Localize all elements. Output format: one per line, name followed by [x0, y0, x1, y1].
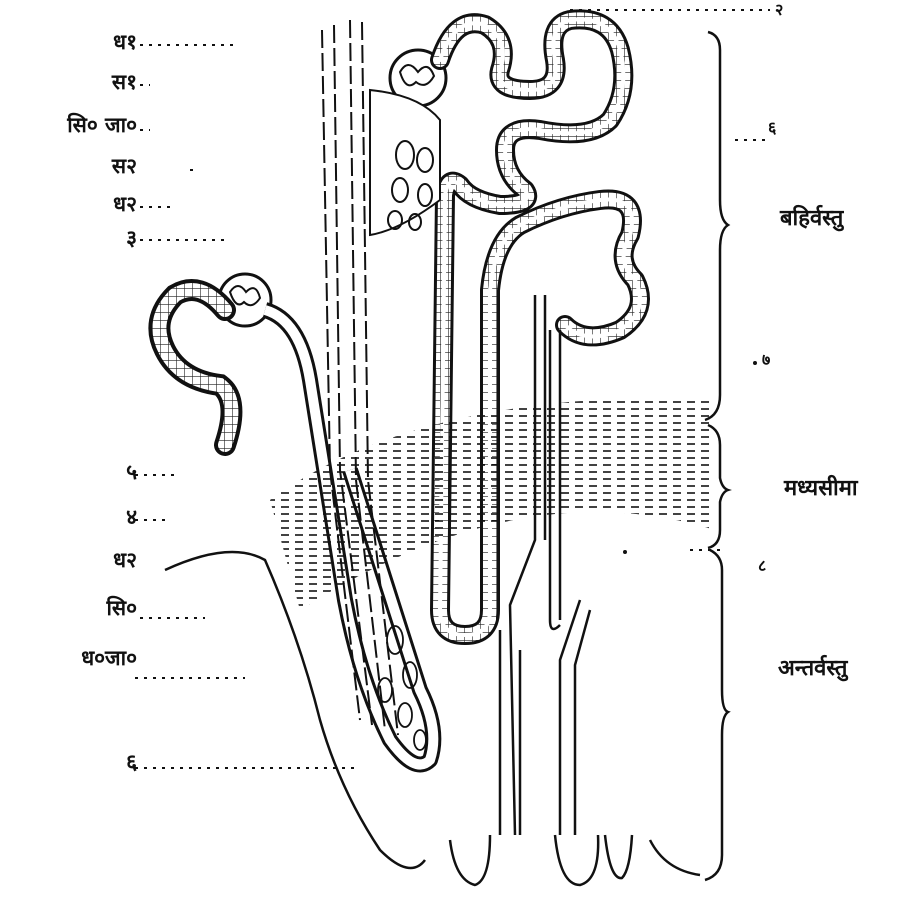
- region-middle-label: मध्यसीमा: [784, 478, 858, 500]
- label-sa1: स१: [112, 72, 137, 93]
- number-2: २: [775, 2, 783, 18]
- label-5: ५: [126, 462, 137, 483]
- label-si: सि०: [106, 598, 137, 619]
- number-6: ६: [768, 120, 776, 136]
- label-6: ६: [126, 752, 137, 773]
- number-7: ७: [762, 352, 770, 368]
- label-si-ja: सि० जा०: [67, 115, 137, 136]
- label-dha-ja: ध०जा०: [81, 648, 137, 669]
- region-outer-label: बहिर्वस्तु: [780, 208, 843, 230]
- label-sa2: स२: [112, 156, 137, 177]
- number-8: ८: [758, 558, 766, 574]
- region-inner-label: अन्तर्वस्तु: [778, 658, 847, 680]
- label-dha1: ध१: [113, 32, 137, 53]
- label-dha2-lower: ध२: [113, 550, 137, 571]
- left-labels: ध१ स१ सि० जा० स२ ध२ ३ ५ ४ ध२ सि० ध०जा० ६: [0, 0, 137, 914]
- collecting-ducts: [450, 295, 632, 885]
- label-3: ३: [126, 228, 137, 249]
- label-4: ४: [126, 507, 137, 528]
- label-dha2: ध२: [113, 194, 137, 215]
